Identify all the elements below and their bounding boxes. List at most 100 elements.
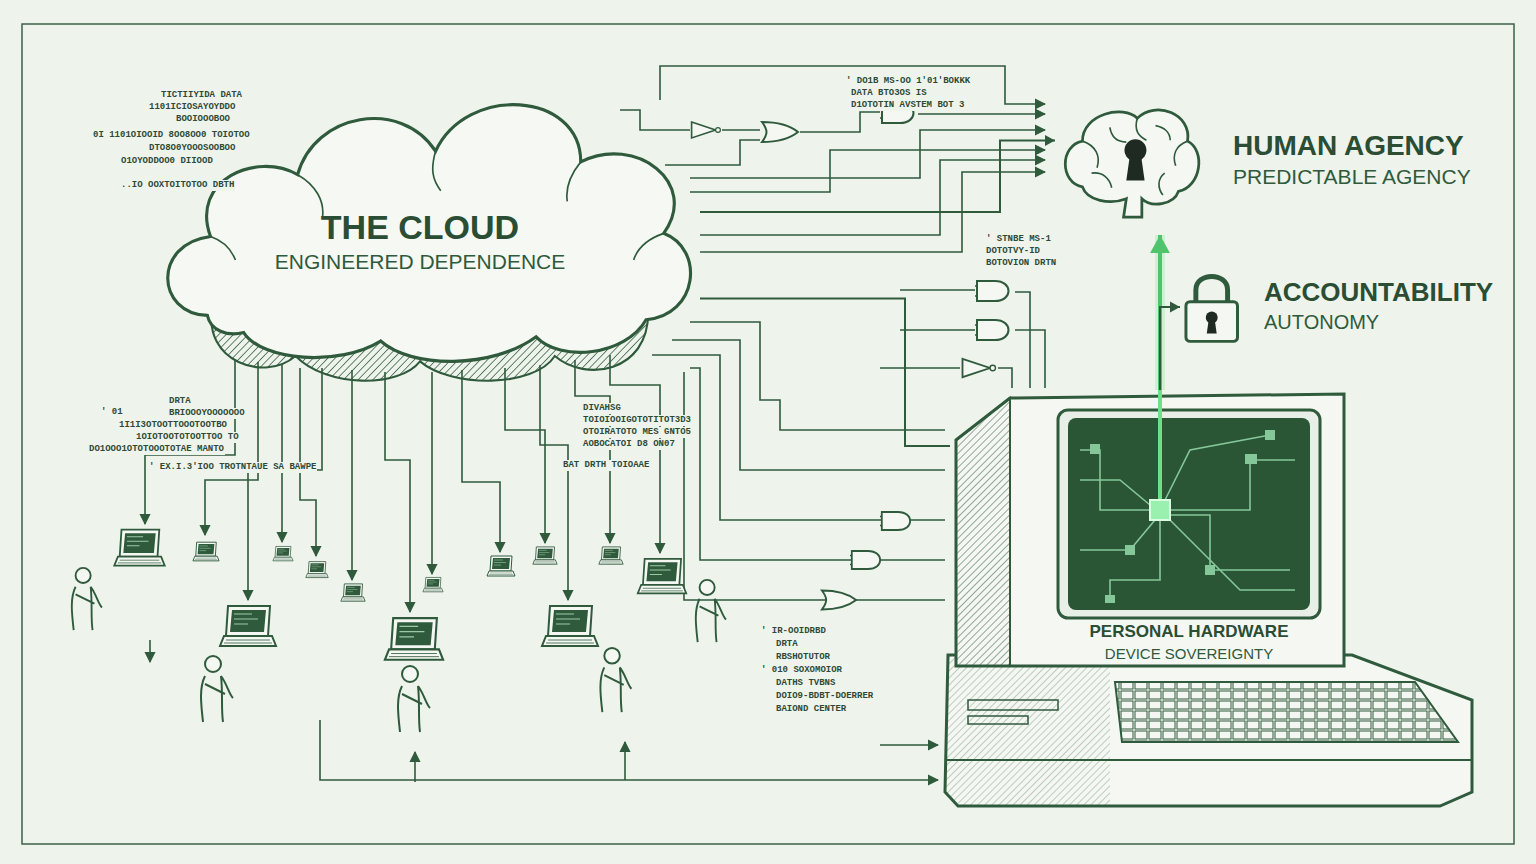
decor-polyline [431, 372, 433, 574]
decor-path [945, 655, 1472, 806]
data-annotation: DIVAHSG [582, 403, 622, 414]
decor-path [956, 394, 1344, 666]
decor-use [201, 656, 233, 722]
data-annotation: DOIO9-BDBT-DOERRER [775, 691, 874, 702]
decor-polyline [1015, 292, 1030, 388]
decor-path [1082, 118, 1187, 195]
decor-polyline [900, 329, 975, 331]
decor-use [600, 648, 631, 712]
decor-use [341, 584, 365, 601]
data-annotation: DOTOTVY-ID [985, 246, 1041, 257]
client-laptops [72, 530, 726, 732]
decor-polyline [880, 367, 960, 369]
data-annotation: O1OYODDOO0 DIIOOD [120, 156, 214, 167]
decor-path [1065, 110, 1199, 217]
node-heading: HUMAN AGENCY [1233, 130, 1471, 162]
decor-use [971, 320, 1009, 340]
decor-rect [1186, 302, 1238, 342]
wires [145, 66, 1045, 782]
decor-use [273, 546, 293, 560]
lock-node: ACCOUNTABILITYAUTONOMY [1180, 268, 1507, 346]
node-subtitle: PREDICTABLE AGENCY [1233, 165, 1471, 189]
data-annotation: OTOIRATOTO MES GNTO5 [582, 427, 692, 438]
data-annotation: DTO8O0YOOOSOOBOO [148, 143, 236, 154]
decor-rect [1090, 444, 1100, 454]
decor-polyline [620, 110, 690, 130]
data-annotation: 1101ICIOSAYOYDDO [148, 102, 236, 113]
arrow-head [1150, 235, 1170, 253]
connector [700, 298, 950, 446]
decor-polyline [918, 113, 1045, 115]
data-annotation: BOOIOOOBOO [175, 114, 231, 125]
data-annotation: D1OTOTIN AVSTEM BOT 3 [850, 100, 965, 111]
frame [22, 24, 1514, 844]
data-annotation: 1OIOTOOTOTOOTTOO TO [135, 432, 240, 443]
data-annotation: ' DO1B MS-OO 1'01'BOKKK [845, 76, 971, 87]
text-group: ACCOUNTABILITYAUTONOMY [1264, 278, 1493, 334]
decor-polyline [800, 112, 880, 132]
decor-use [533, 547, 557, 564]
decor-polyline [665, 140, 760, 165]
decor-polyline [610, 355, 660, 553]
decor-use [692, 122, 721, 138]
data-annotation: 0I 1101OIOOID 8OO8OO0 TOIOTOO [92, 130, 251, 141]
decor-rect [1058, 410, 1320, 618]
decor-rect [1068, 418, 1310, 610]
decor-use [193, 542, 219, 561]
decor-use [822, 591, 856, 610]
data-annotation: DRTA [775, 639, 799, 650]
data-annotation: ' 010 SOXOMOIOR [760, 665, 843, 676]
data-annotation: RBSHOTUTOR [775, 652, 831, 663]
decor-use [762, 122, 798, 142]
decor-use [963, 359, 996, 377]
brain-node: HUMAN AGENCY PREDICTABLE AGENCY [1055, 100, 1485, 235]
data-annotation: BRIOOOYOOOOOOO [168, 408, 246, 419]
decor-polyline [652, 355, 945, 520]
node-subtitle: ENGINEERED DEPENDENCE [140, 250, 700, 274]
text-group: THE CLOUD ENGINEERED DEPENDENCE [140, 208, 700, 274]
decor-line [1158, 390, 1162, 500]
decor-rect [968, 716, 1028, 724]
decor-use [876, 512, 910, 530]
decor-use [398, 666, 430, 732]
data-annotation: ' 01 [100, 407, 124, 418]
decor-use [306, 562, 328, 578]
node-heading: THE CLOUD [140, 208, 700, 247]
decor-polyline [690, 322, 945, 430]
data-annotation: DATA BTO3OS IS [850, 88, 928, 99]
text-group: PERSONAL HARDWAREDEVICE SOVEREIGNTY [1058, 622, 1320, 662]
data-annotation: ..IO OOXTOITOTOO DBTH [120, 180, 235, 191]
decor-polyline [900, 289, 975, 291]
data-annotation: DO1OOO1OTOTOOOTOTAE MANTO [88, 444, 225, 455]
decor-rect [1265, 430, 1275, 440]
decor-path [1207, 320, 1217, 334]
data-annotation: TICTIIYIDA DATA [160, 90, 243, 101]
decor-polyline [575, 360, 610, 543]
data-annotation: TOIOIOOIGOTOTITOT3D3 [582, 415, 692, 426]
data-annotation: AOBOCATOI D8 ON07 [582, 439, 676, 450]
decor-path [1115, 682, 1458, 742]
connector-line [700, 298, 950, 446]
decor-rect [1105, 595, 1115, 603]
data-annotation: ' IR-OOIDRBD [760, 626, 827, 637]
decor-polyline [1015, 330, 1045, 388]
decor-use [72, 568, 102, 630]
decor-polyline [385, 372, 410, 612]
decor-polyline [624, 742, 626, 780]
decor-polyline [505, 368, 545, 543]
data-annotation: ' EX.I.3'IOO TROTNTAUE SA BAWPE [148, 462, 317, 473]
connector-line [700, 141, 1055, 213]
decor-polyline [351, 370, 353, 580]
decor-use [385, 618, 443, 660]
decor-rect [968, 700, 1058, 710]
connector [1160, 302, 1180, 391]
decor-rect [1205, 565, 1215, 575]
decor-polyline [540, 365, 568, 600]
decor-polyline [690, 130, 1045, 178]
data-annotation: 1I1I3OTOOTTOOOTOOTBO [118, 420, 228, 431]
decor-rect [1125, 545, 1135, 555]
decor-use [114, 530, 164, 566]
decor-path [956, 398, 1010, 666]
data-annotation: ' STNBE MS-1 [985, 234, 1052, 245]
decor-polyline [722, 129, 760, 131]
